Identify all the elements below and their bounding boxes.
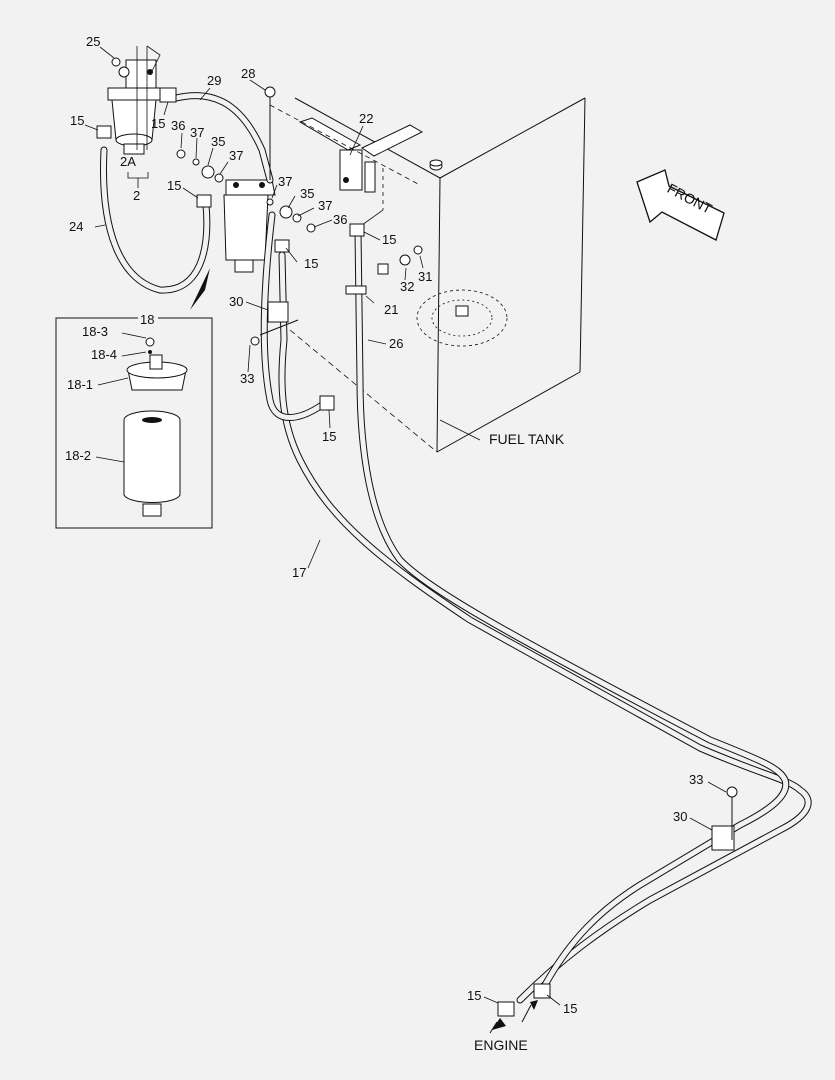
fuel-tank-label: FUEL TANK [439,419,565,447]
callout-18-3: 18-3 [82,324,108,339]
callout-2A: 2A [120,154,136,169]
callout-18-1: 18-1 [67,377,93,392]
fuel-tank-cap [416,289,508,347]
callout-33-bottom: 33 [689,772,703,787]
callout-30-top: 30 [229,294,243,309]
callout-36-right: 36 [333,212,347,227]
callout-2: 2 [133,188,140,203]
hoses [100,92,812,1004]
callout-33-top: 33 [240,371,254,386]
front-arrow: FRONT [636,169,725,241]
callout-37-left: 37 [190,125,204,140]
fittings [96,57,738,1034]
fuel-filter [223,179,276,273]
callout-18-4: 18-4 [91,347,117,362]
callout-31: 31 [418,269,432,284]
callout-21: 21 [384,302,398,317]
callout-15-filter-left: 15 [167,178,181,193]
callout-30-bottom: 30 [673,809,687,824]
callout-15-filter-out: 15 [304,256,318,271]
callout-25: 25 [86,34,100,49]
callout-17: 17 [292,565,306,580]
filter-cartridge [123,410,181,517]
filter-detail-inset: 18 18-3 18-4 18-1 18-2 [55,312,213,529]
callout-15-engine-right: 15 [563,1001,577,1016]
callout-32: 32 [400,279,414,294]
callout-36-left: 36 [171,118,185,133]
water-separator [107,59,177,155]
callout-15-tank: 15 [382,232,396,247]
filter-bracket [269,104,424,231]
callout-15-return: 15 [322,429,336,444]
callout-35-left: 35 [211,134,225,149]
callout-28: 28 [241,66,255,81]
filter-head [126,337,188,391]
fuel-tank-text: FUEL TANK [489,431,565,447]
callout-15-engine-left: 15 [467,988,481,1003]
callout-29: 29 [207,73,221,88]
inset-title: 18 [140,312,154,327]
callout-37-right-top: 37 [278,174,292,189]
callout-24: 24 [69,219,83,234]
leader-lines [84,46,727,1006]
callout-26: 26 [389,336,403,351]
callouts: 25 29 28 22 15 15 36 37 35 37 2A 2 15 37… [69,34,703,1016]
engine-label: ENGINE [474,1037,528,1053]
callout-35-right: 35 [300,186,314,201]
callout-22: 22 [359,111,373,126]
callout-18-2: 18-2 [65,448,91,463]
callout-15-top: 15 [151,116,165,131]
callout-15-left: 15 [70,113,84,128]
callout-37-right: 37 [318,198,332,213]
callout-37-mid: 37 [229,148,243,163]
